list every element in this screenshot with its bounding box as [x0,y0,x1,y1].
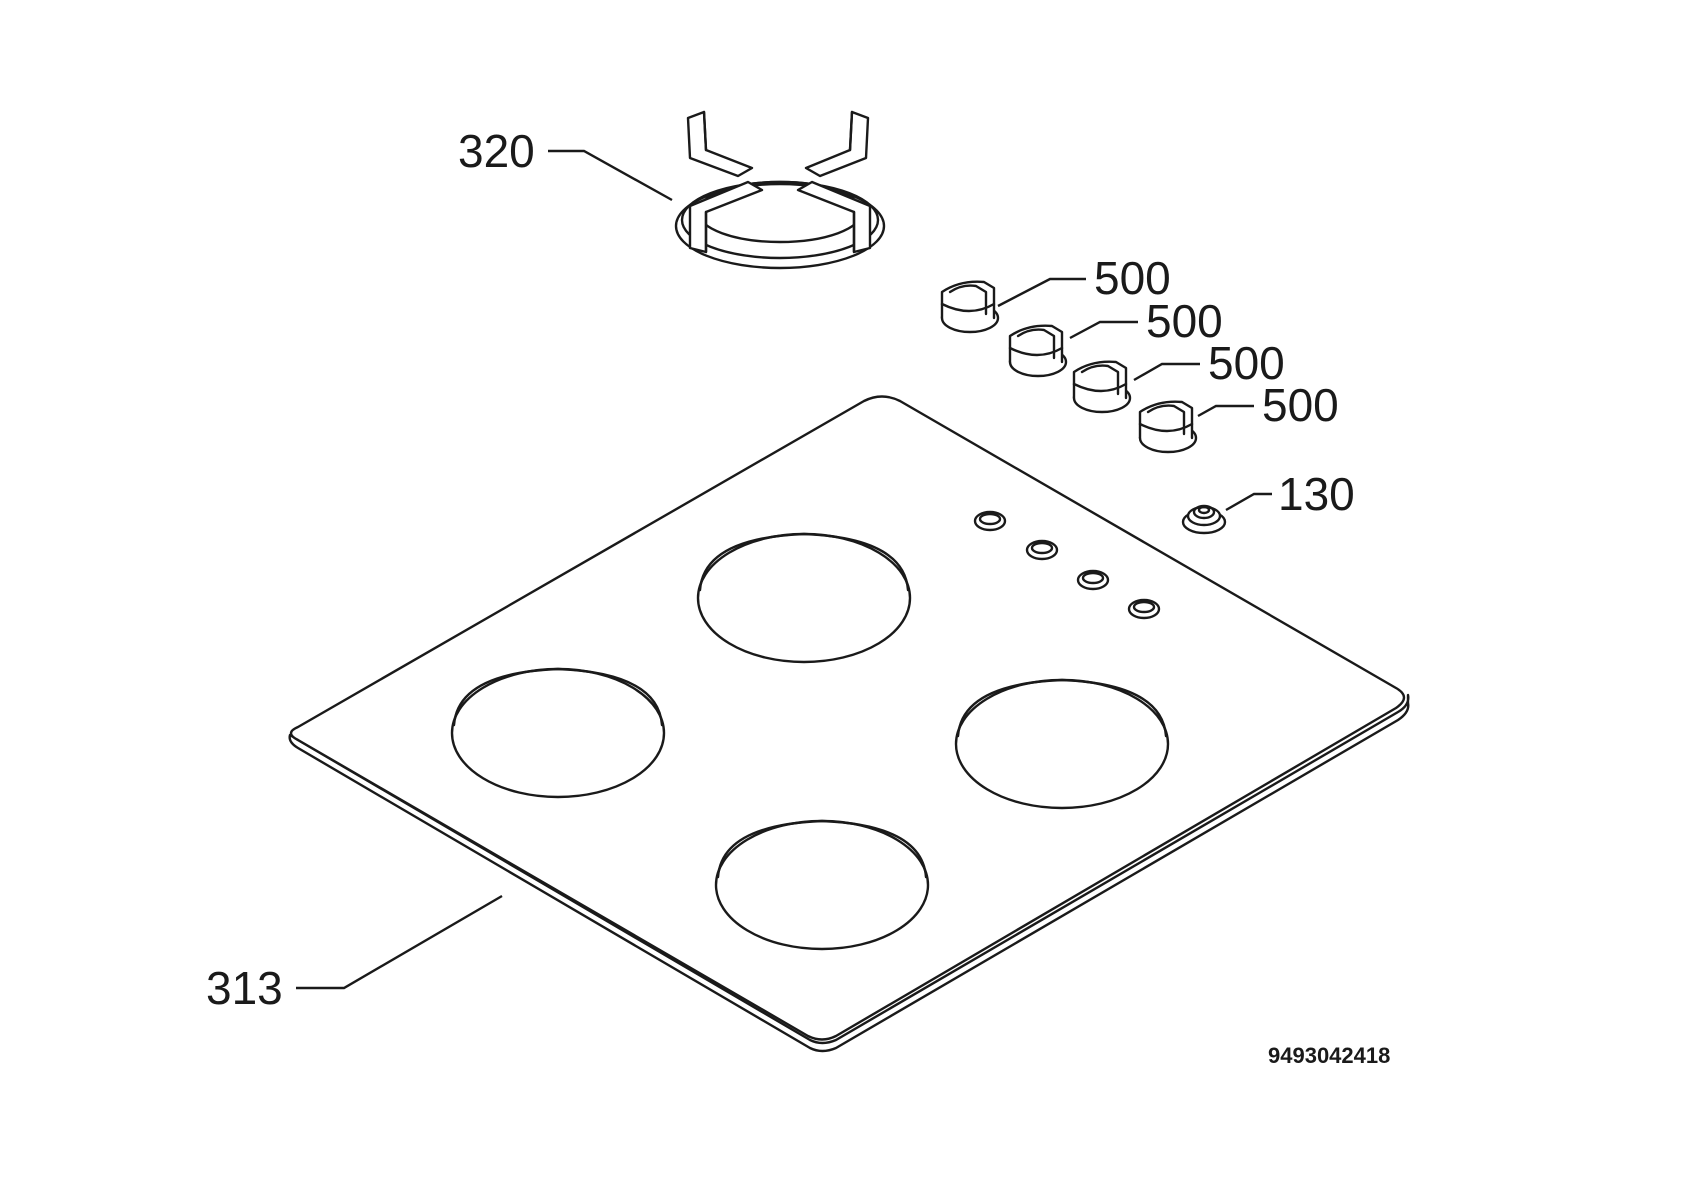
control-knob-2 [1008,324,1068,378]
label-hob-top: 313 [206,962,283,1014]
leader-500-2 [1069,320,1138,340]
leader-320 [548,149,673,202]
leader-313 [296,894,503,990]
control-knob-3 [1072,360,1132,414]
control-knob-4 [1138,400,1198,454]
leader-130 [1225,492,1272,512]
label-knob-3: 500 [1208,337,1285,389]
label-knob-2: 500 [1146,295,1223,347]
burner-cutout-front [714,819,930,951]
leader-500-1 [997,277,1086,308]
label-igniter-button: 130 [1278,468,1355,520]
document-number: 9493042418 [1268,1043,1390,1068]
igniter-button [1181,504,1227,535]
knob-holes [973,510,1161,620]
label-pan-support: 320 [458,125,535,177]
pan-support-grate [674,110,886,270]
burner-cutout-back [696,532,912,664]
label-knob-4: 500 [1262,379,1339,431]
burner-cutout-right [954,678,1170,810]
leader-500-4 [1197,404,1254,418]
leader-lines [296,149,1272,990]
label-knob-1: 500 [1094,252,1171,304]
control-knob-1 [940,280,1000,334]
hob-top-plate [288,395,1410,1053]
burner-cutout-left [450,667,666,799]
leader-500-3 [1133,362,1200,382]
